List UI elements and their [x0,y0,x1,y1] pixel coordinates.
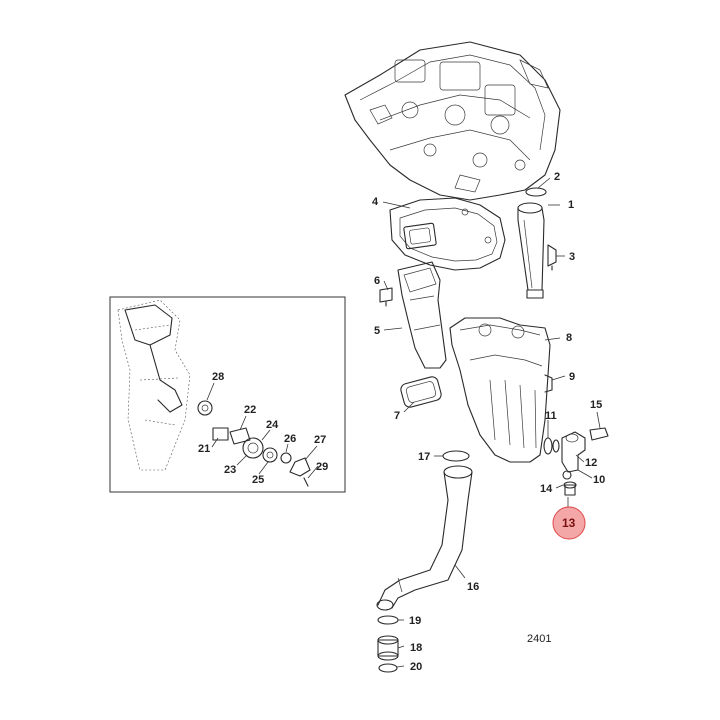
callout-21[interactable]: 21 [198,443,210,455]
callout-24[interactable]: 24 [266,419,279,431]
adapter-part-5 [379,261,447,408]
oil-pan-part-8 [449,317,553,463]
callout-5[interactable]: 5 [374,325,380,337]
drawing-number: 2401 [527,633,551,645]
callout-22[interactable]: 22 [244,404,256,416]
callout-19[interactable]: 19 [409,615,421,627]
callout-27[interactable]: 27 [314,434,326,446]
callout-labels: 1 2 3 4 5 6 7 8 9 10 11 12 13 14 15 16 1… [198,171,605,673]
callout-17[interactable]: 17 [418,451,430,463]
engine-block-illustration [344,41,561,201]
callout-18[interactable]: 18 [410,642,422,654]
callout-7[interactable]: 7 [394,410,400,422]
callout-10[interactable]: 10 [593,474,605,486]
callout-6[interactable]: 6 [374,275,380,287]
callout-2[interactable]: 2 [554,171,560,183]
elbow-fitting-part-10 [543,427,609,496]
callout-12[interactable]: 12 [585,457,597,469]
callout-20[interactable]: 20 [410,661,422,673]
callout-16[interactable]: 16 [467,581,479,593]
callout-13[interactable]: 13 [562,516,576,530]
callout-9[interactable]: 9 [569,371,575,383]
highlight-marker[interactable] [552,506,586,540]
callout-23[interactable]: 23 [224,464,236,476]
gasket-part-4 [389,197,506,271]
callout-11[interactable]: 11 [545,410,557,422]
callout-25[interactable]: 25 [252,474,264,486]
callout-26[interactable]: 26 [284,433,296,445]
callout-4[interactable]: 4 [372,196,379,208]
pipe-part-16 [376,450,473,611]
callout-8[interactable]: 8 [566,332,572,344]
callout-28[interactable]: 28 [212,371,224,383]
callout-29[interactable]: 29 [316,461,328,473]
callout-14[interactable]: 14 [540,483,553,495]
fitting-stack-18-20 [377,615,399,673]
inset-detail-box [109,296,346,493]
leader-lines [206,177,601,668]
callout-3[interactable]: 3 [569,251,575,263]
callout-15[interactable]: 15 [590,399,602,411]
pipe-part-1 [517,187,557,299]
callout-1[interactable]: 1 [568,199,574,211]
